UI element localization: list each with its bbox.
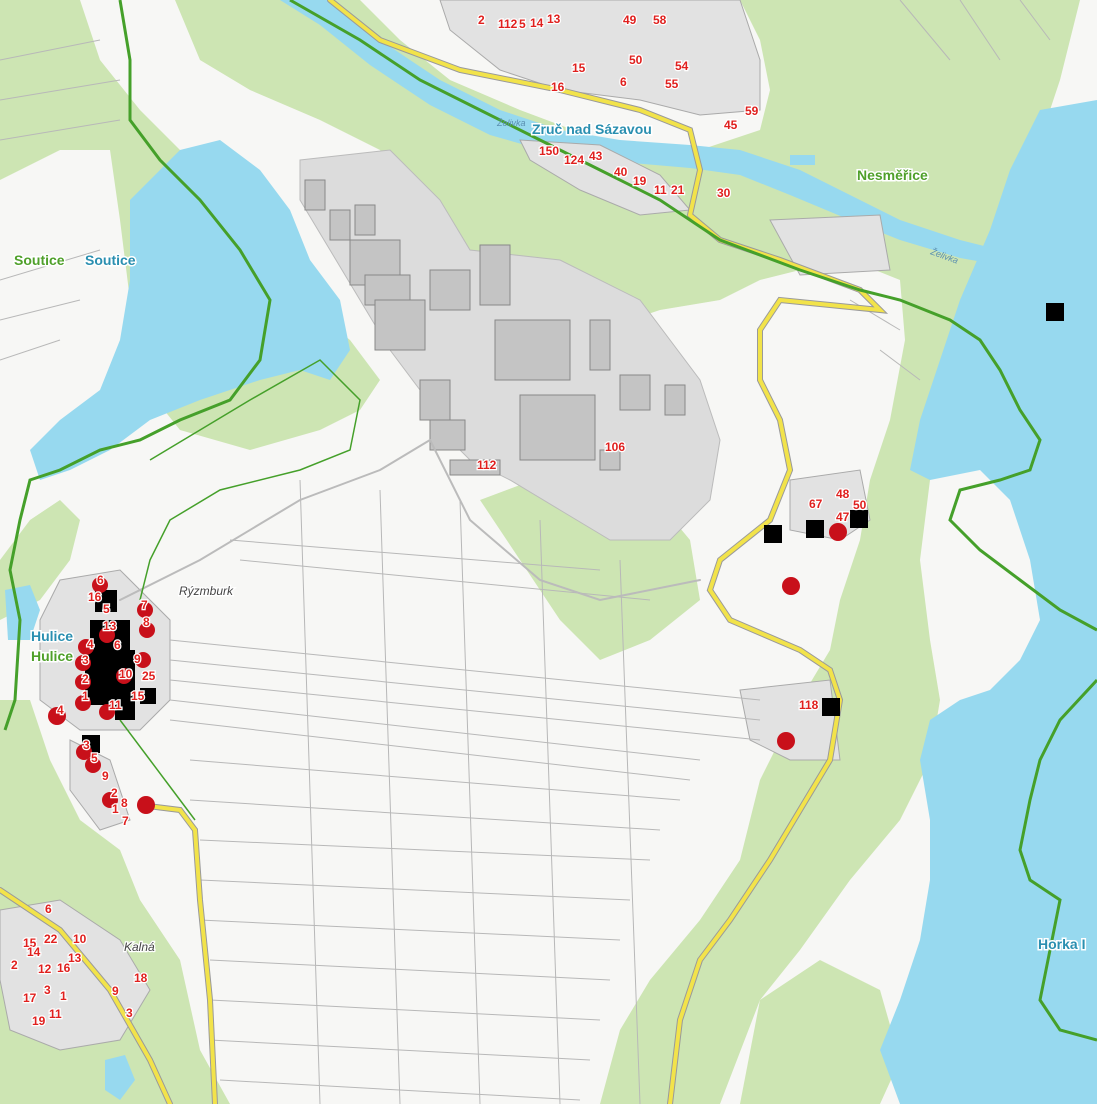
house-number: 59 — [745, 104, 759, 118]
house-number: 22 — [44, 932, 58, 946]
house-number: 13 — [103, 619, 117, 633]
house-number: 106 — [605, 440, 625, 454]
house-number: 6 — [97, 573, 104, 587]
place-label-hulice-blue[interactable]: Hulice — [30, 627, 75, 646]
house-number: 48 — [836, 487, 850, 501]
house-number: 150 — [539, 144, 559, 158]
house-number: 2 — [11, 958, 18, 972]
thin-boundary-2 — [119, 719, 196, 821]
thin-boundary — [139, 359, 361, 601]
place-label-nesmerice[interactable]: Nesměřice — [856, 166, 930, 185]
house-number: 19 — [633, 174, 647, 188]
house-number: 40 — [614, 165, 628, 179]
house-number: 10 — [119, 667, 133, 681]
house-number: 8 — [121, 796, 128, 810]
house-number: 5 — [519, 17, 526, 31]
house-number: 55 — [665, 77, 679, 91]
house-number: 11 — [654, 183, 667, 197]
house-number: 15 — [23, 936, 37, 950]
house-number: 10 — [73, 932, 87, 946]
house-number: 21 — [671, 183, 685, 197]
house-number: 1 — [60, 989, 67, 1003]
roads — [0, 0, 889, 1104]
house-number: 50 — [629, 53, 643, 67]
house-number: 49 — [623, 13, 637, 27]
house-number: 13 — [68, 951, 82, 965]
house-number: 12 — [38, 962, 52, 976]
place-label-hulice-green[interactable]: Hulice — [30, 647, 75, 666]
house-number: 6 — [114, 638, 121, 652]
house-number: 19 — [32, 1014, 46, 1028]
house-number: 3 — [126, 1006, 133, 1020]
house-number: 11 — [49, 1007, 62, 1021]
house-number: 7 — [141, 598, 148, 612]
house-number: 8 — [143, 615, 150, 629]
house-number: 112 — [498, 17, 518, 31]
house-number: 6 — [45, 902, 52, 916]
field-parcel-lines — [0, 0, 1051, 1104]
house-number: 47 — [836, 510, 850, 524]
house-number: 17 — [23, 991, 37, 1005]
circle-markers — [48, 523, 847, 814]
house-number: 16 — [88, 590, 102, 604]
house-number: 1 — [82, 689, 89, 703]
house-number: 1 — [112, 802, 119, 816]
house-number: 9 — [102, 769, 109, 783]
house-number: 16 — [57, 961, 71, 975]
house-number: 7 — [122, 814, 129, 828]
house-number: 2 — [111, 786, 118, 800]
house-number: 6 — [620, 75, 627, 89]
water-bodies — [5, 0, 1097, 1104]
house-number: 45 — [724, 118, 738, 132]
place-label-zruc[interactable]: Zruč nad Sázavou — [531, 120, 654, 139]
house-number: 4 — [87, 637, 94, 651]
house-number: 4 — [57, 703, 64, 717]
house-number: 18 — [134, 971, 148, 985]
house-number: 15 — [572, 61, 586, 75]
house-number: 3 — [83, 738, 90, 752]
house-number: 2 — [82, 672, 89, 686]
place-label-soutice-blue[interactable]: Soutice — [84, 251, 138, 270]
house-number: 13 — [547, 12, 561, 26]
house-number: 54 — [675, 59, 689, 73]
river-label-zelivka: Želivka — [496, 118, 526, 128]
house-number: 112 — [477, 458, 497, 472]
house-numbers: 2 112 5 14 13 49 58 15 50 54 16 6 55 59 … — [10, 11, 868, 1030]
house-number: 30 — [717, 186, 731, 200]
locality-label-kalna: Kalná — [124, 940, 155, 954]
house-number: 2 — [478, 13, 485, 27]
house-number: 3 — [82, 653, 89, 667]
house-number: 50 — [853, 498, 867, 512]
place-label-soutice-green[interactable]: Soutice — [13, 251, 67, 270]
municipal-boundary — [3, 0, 1097, 1042]
house-number: 5 — [103, 602, 110, 616]
locality-label-ryzmburk: Rýzmburk — [179, 584, 234, 598]
house-number: 25 — [142, 669, 156, 683]
house-number: 11 — [109, 698, 122, 712]
house-number: 9 — [134, 652, 141, 666]
house-number: 124 — [564, 153, 584, 167]
house-number: 67 — [809, 497, 823, 511]
house-number: 14 — [530, 16, 544, 30]
place-label-horka[interactable]: Horka I — [1037, 935, 1087, 954]
house-number: 118 — [799, 698, 819, 712]
house-number: 16 — [551, 80, 565, 94]
house-number: 58 — [653, 13, 667, 27]
industrial-area — [299, 149, 721, 541]
house-number: 5 — [91, 751, 98, 765]
house-number: 15 — [131, 689, 145, 703]
house-number: 9 — [112, 984, 119, 998]
house-number: 14 — [27, 945, 41, 959]
house-number: 3 — [44, 983, 51, 997]
house-number: 43 — [589, 149, 603, 163]
